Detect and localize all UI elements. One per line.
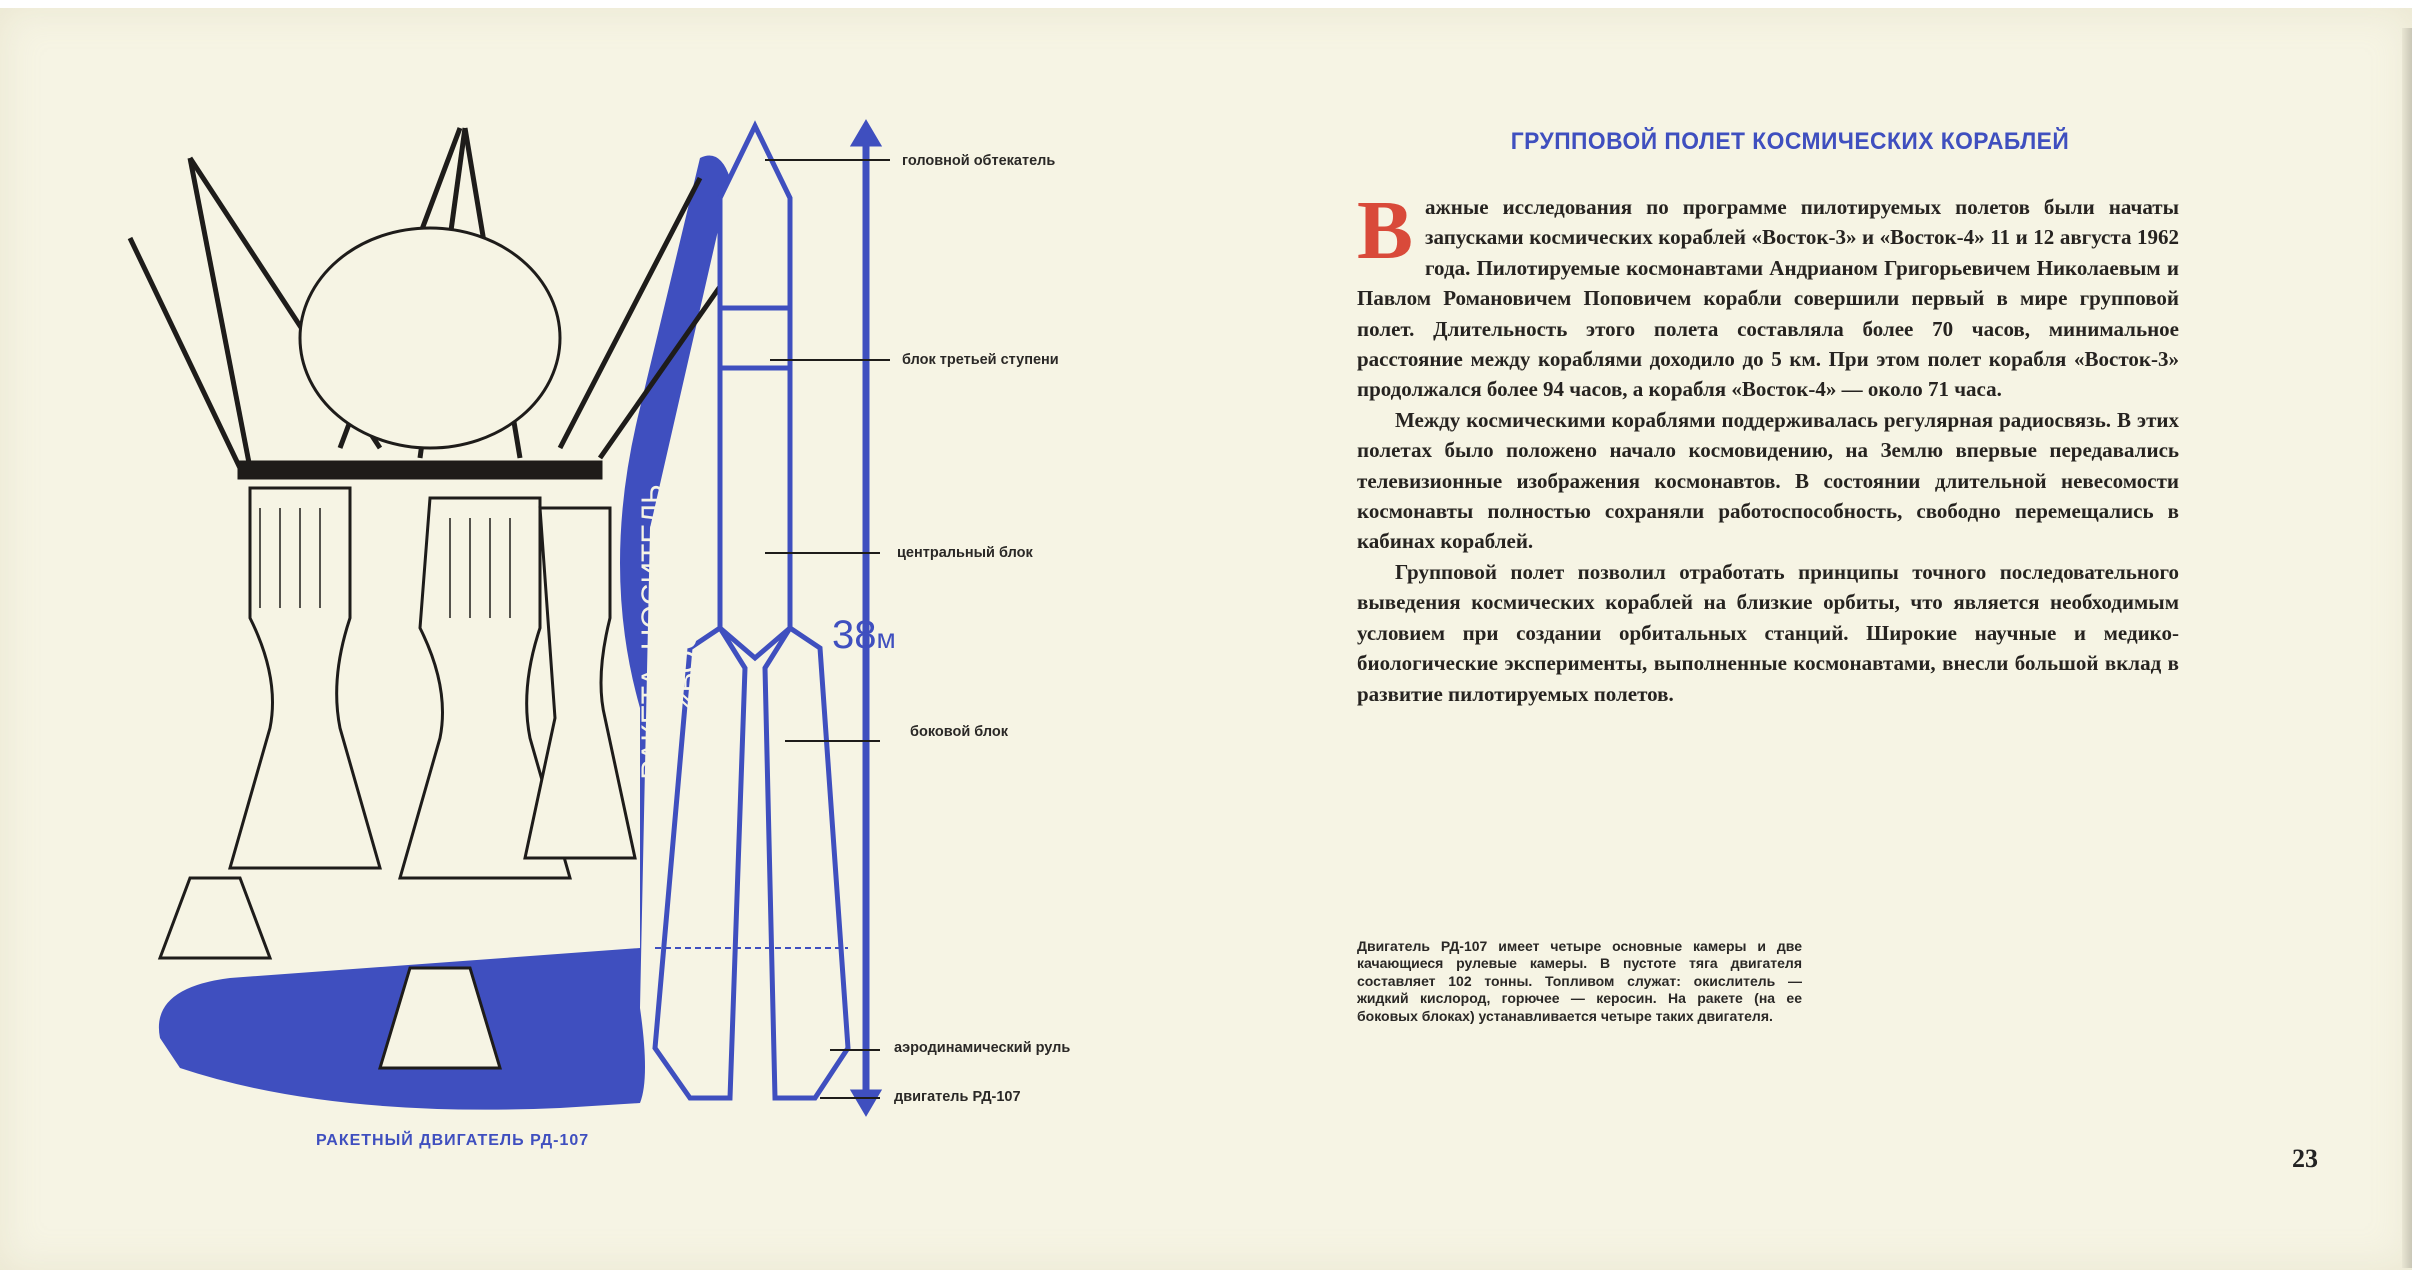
article-title: ГРУППОВОЙ ПОЛЕТ КОСМИЧЕСКИХ КОРАБЛЕЙ xyxy=(1510,128,2070,155)
height-unit: м xyxy=(876,623,896,654)
engine-caption: Двигатель РД-107 имеет четыре основные к… xyxy=(1357,938,1802,1024)
label-central-block: центральный блок xyxy=(897,545,1033,561)
book-page: головной обтекатель блок третьей ступени… xyxy=(0,8,2412,1270)
rocket-title-line2: «ВОСТОК» xyxy=(670,554,703,710)
page-edge xyxy=(2402,28,2412,1268)
paragraph-3: Групповой полет позволил отработать прин… xyxy=(1357,559,2179,706)
rocket-title-line1: РАКЕТА–НОСИТЕЛЬ xyxy=(636,484,669,780)
leader-lines xyxy=(765,159,890,1099)
rocket-title: РАКЕТА–НОСИТЕЛЬ «ВОСТОК» xyxy=(636,482,704,782)
rd107-engine-drawing xyxy=(127,127,743,1070)
label-aero-rudder: аэродинамический руль xyxy=(894,1040,1071,1056)
height-value: 38 xyxy=(832,613,877,657)
rocket-height: 38м xyxy=(832,613,896,658)
engine-illustration-title: РАКЕТНЫЙ ДВИГАТЕЛЬ РД-107 xyxy=(316,1132,590,1149)
label-third-stage: блок третьей ступени xyxy=(902,352,1059,368)
page-number: 23 xyxy=(2292,1144,2318,1173)
vostok-rocket-drawing xyxy=(652,120,851,1101)
blue-backdrop xyxy=(158,155,730,1110)
drop-cap: В xyxy=(1357,184,1414,277)
rocket-illustration xyxy=(127,119,890,1117)
label-side-block: боковой блок xyxy=(910,724,1008,740)
label-nose-fairing: головной обтекатель xyxy=(902,153,1056,169)
label-engine: двигатель РД-107 xyxy=(894,1089,1021,1105)
paragraph-1-text: ажные исследования по программе пилотиру… xyxy=(1357,195,2179,402)
paragraph-2: Между космическими кораблями поддерживал… xyxy=(1357,407,2179,554)
